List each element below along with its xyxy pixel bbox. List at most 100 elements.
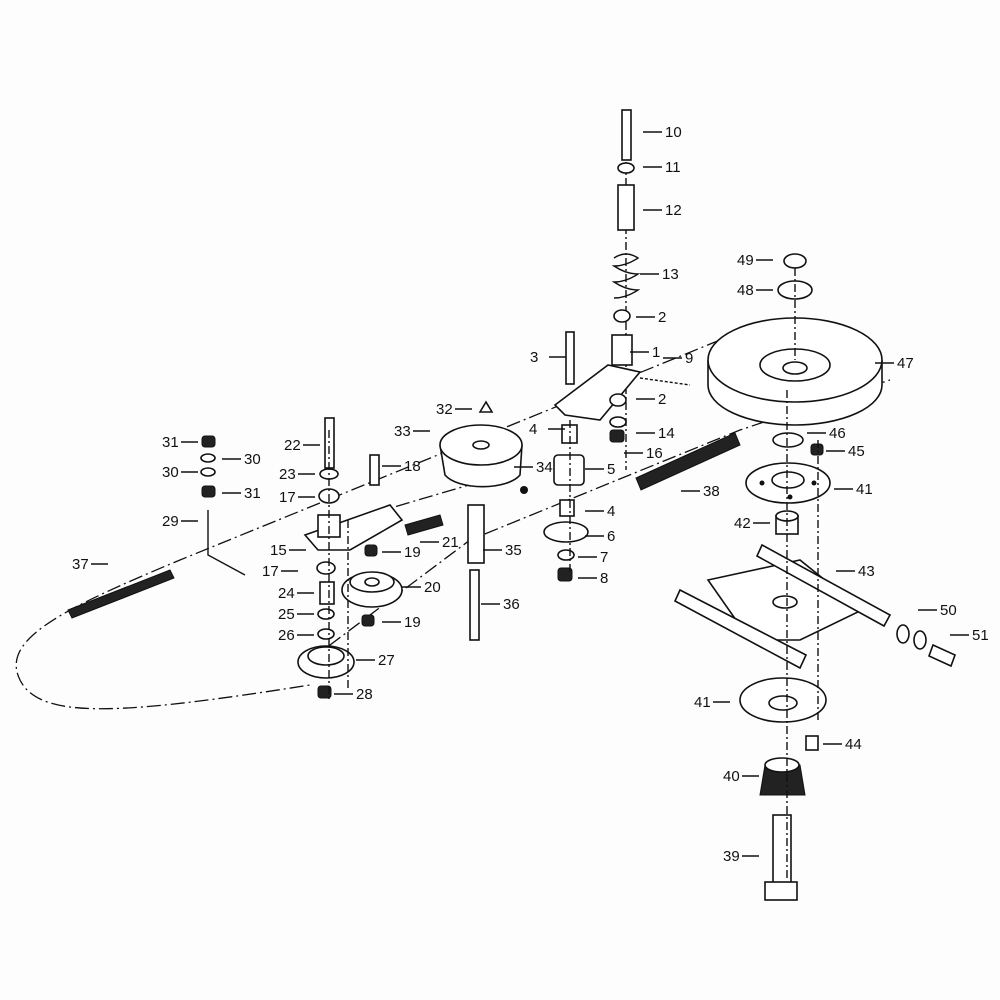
- part-label-28: 28: [356, 686, 373, 703]
- pulley-20: [341, 571, 403, 608]
- sleeve-12: [617, 184, 635, 231]
- part-label-22: 22: [284, 437, 301, 454]
- spring-9: [639, 377, 691, 386]
- pin-34: [520, 486, 528, 494]
- part-label-18: 18: [404, 458, 421, 475]
- part-label-30: 30: [244, 451, 261, 468]
- part-label-48: 48: [737, 282, 754, 299]
- part-label-20: 20: [424, 579, 441, 596]
- spring-37: [67, 569, 175, 619]
- part-label-17: 17: [262, 563, 279, 580]
- spring-13: [611, 253, 641, 299]
- bolt-10: [621, 109, 632, 161]
- part-label-36: 36: [503, 596, 520, 613]
- pivot-1: [611, 334, 633, 366]
- part-label-14: 14: [658, 425, 675, 442]
- part-label-8: 8: [600, 570, 608, 587]
- nut-16: [609, 429, 625, 443]
- rod-29: [207, 510, 246, 576]
- nut-45: [810, 443, 824, 456]
- nut-8: [557, 567, 573, 582]
- part-label-41: 41: [856, 481, 873, 498]
- part-label-32: 32: [436, 401, 453, 418]
- part-label-17: 17: [279, 489, 296, 506]
- spacer-4-lower: [559, 499, 575, 517]
- spacer-24: [319, 581, 335, 605]
- washer-25: [317, 608, 335, 620]
- pulley-27: [297, 645, 355, 679]
- part-label-3: 3: [530, 349, 538, 366]
- part-label-39: 39: [723, 848, 740, 865]
- bolt-3: [565, 331, 575, 385]
- part-label-6: 6: [607, 528, 615, 545]
- part-label-4: 4: [529, 421, 537, 438]
- nut-19-lower: [361, 614, 375, 627]
- sleeve-35: [467, 504, 485, 564]
- part-label-7: 7: [600, 549, 608, 566]
- part-label-34: 34: [536, 459, 553, 476]
- part-label-47: 47: [897, 355, 914, 372]
- part-label-44: 44: [845, 736, 862, 753]
- part-label-25: 25: [278, 606, 295, 623]
- nut-31-lower: [201, 485, 216, 498]
- washer-30-upper: [200, 453, 216, 463]
- washer-7: [557, 549, 575, 561]
- part-label-10: 10: [665, 124, 682, 141]
- part-label-49: 49: [737, 252, 754, 269]
- part-label-46: 46: [829, 425, 846, 442]
- part-label-24: 24: [278, 585, 295, 602]
- bushing-2-upper: [613, 309, 631, 323]
- part-label-9: 9: [685, 350, 693, 367]
- bearing-flange-lower: [739, 677, 827, 723]
- washer-50a: [896, 624, 910, 644]
- spindle-39: [764, 814, 798, 901]
- nut-28: [317, 685, 332, 699]
- nut-19-upper: [364, 544, 378, 557]
- part-label-51: 51: [972, 627, 989, 644]
- pulley-33: [439, 424, 523, 488]
- washer-6: [543, 521, 589, 543]
- part-label-31: 31: [244, 485, 261, 502]
- part-label-41: 41: [694, 694, 711, 711]
- part-label-21: 21: [442, 534, 459, 551]
- spring-21: [404, 514, 444, 536]
- washer-26: [317, 628, 335, 640]
- part-label-29: 29: [162, 513, 179, 530]
- part-label-30: 30: [162, 464, 179, 481]
- nut-31-upper: [201, 435, 216, 448]
- part-label-33: 33: [394, 423, 411, 440]
- bolt-36: [469, 569, 480, 641]
- bushing-2-lower: [609, 393, 627, 407]
- idler-pulley-5: [553, 454, 585, 486]
- part-label-5: 5: [607, 461, 615, 478]
- part-label-11: 11: [665, 159, 681, 176]
- part-label-42: 42: [734, 515, 751, 532]
- part-label-40: 40: [723, 768, 740, 785]
- part-label-26: 26: [278, 627, 295, 644]
- part-label-19: 19: [404, 614, 421, 631]
- part-label-4: 4: [607, 503, 615, 520]
- washer-30-lower: [200, 467, 216, 477]
- washer-11: [617, 162, 635, 174]
- bolt-44: [805, 735, 819, 751]
- nut-49: [783, 253, 807, 269]
- washer-50b: [913, 630, 927, 650]
- spring-38: [635, 432, 741, 491]
- part-label-1: 1: [652, 344, 660, 361]
- part-label-31: 31: [162, 434, 179, 451]
- part-label-23: 23: [279, 466, 296, 483]
- part-label-37: 37: [72, 556, 89, 573]
- bushing-17-lower: [316, 561, 336, 575]
- part-label-38: 38: [703, 483, 720, 500]
- bolt-18: [369, 454, 380, 486]
- part-label-13: 13: [662, 266, 679, 283]
- part-label-2: 2: [658, 391, 666, 408]
- key-32: [478, 400, 494, 413]
- bolt-51: [927, 643, 957, 668]
- bearing-flange-upper: [745, 462, 831, 504]
- washer-46: [772, 432, 804, 448]
- part-label-27: 27: [378, 652, 395, 669]
